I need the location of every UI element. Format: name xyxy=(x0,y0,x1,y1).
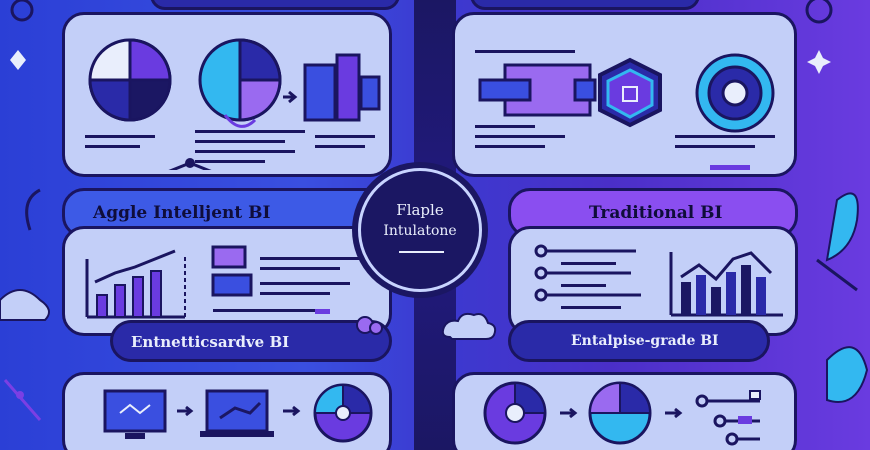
top-left-card xyxy=(62,12,392,177)
block-chart-icon xyxy=(303,53,381,122)
center-line1: Flaple xyxy=(396,201,444,219)
bar-line-chart-icon xyxy=(669,251,783,317)
hexagon-icon xyxy=(598,57,662,128)
bottom-left-label-bar: Entnetticsardve BI xyxy=(110,320,392,362)
monitor-icon xyxy=(103,389,167,439)
center-underline xyxy=(399,251,444,253)
top-right-card-art xyxy=(475,50,775,170)
mid-left-card xyxy=(62,226,392,336)
bottom-left-card xyxy=(62,372,392,450)
gear-icon xyxy=(695,53,775,133)
slider-list-icon xyxy=(534,244,641,309)
mid-left-card-art xyxy=(85,245,360,319)
donut-wheel-icon xyxy=(483,381,547,445)
right-decor xyxy=(805,0,869,403)
small-cloud-icon xyxy=(356,316,383,335)
bottom-left-card-art xyxy=(103,383,373,443)
center-badge: Flaple Intulatone xyxy=(358,168,482,292)
slider-controls-icon xyxy=(695,390,761,446)
pie-chart-icon xyxy=(88,38,172,122)
bar-chart-icon xyxy=(85,249,186,319)
left-decor xyxy=(0,0,50,421)
top-right-card xyxy=(452,12,797,177)
bottom-left-title: Entnetticsardve BI xyxy=(131,333,290,351)
top-left-title: Aggle Intelljent BI xyxy=(93,203,271,223)
bottom-right-card-art xyxy=(483,381,761,446)
mid-right-card-art xyxy=(534,244,783,317)
quadrant-pie-icon xyxy=(588,381,652,445)
cloud-icon xyxy=(441,312,497,340)
top-right-title: Traditional BI xyxy=(589,203,723,223)
bottom-right-card xyxy=(452,372,797,450)
top-left-card-art xyxy=(85,38,381,170)
top-right-strip xyxy=(470,0,700,10)
laptop-icon xyxy=(200,389,274,437)
mid-right-card xyxy=(508,226,798,336)
center-line2: Intulatone xyxy=(383,223,457,239)
donut-chart-icon xyxy=(198,38,282,128)
top-left-strip xyxy=(150,0,400,10)
pie-wheel-icon xyxy=(313,383,373,443)
bottom-right-title: Entalpise-grade BI xyxy=(571,333,719,349)
bottom-right-label-bar: Entalpise-grade BI xyxy=(508,320,770,362)
